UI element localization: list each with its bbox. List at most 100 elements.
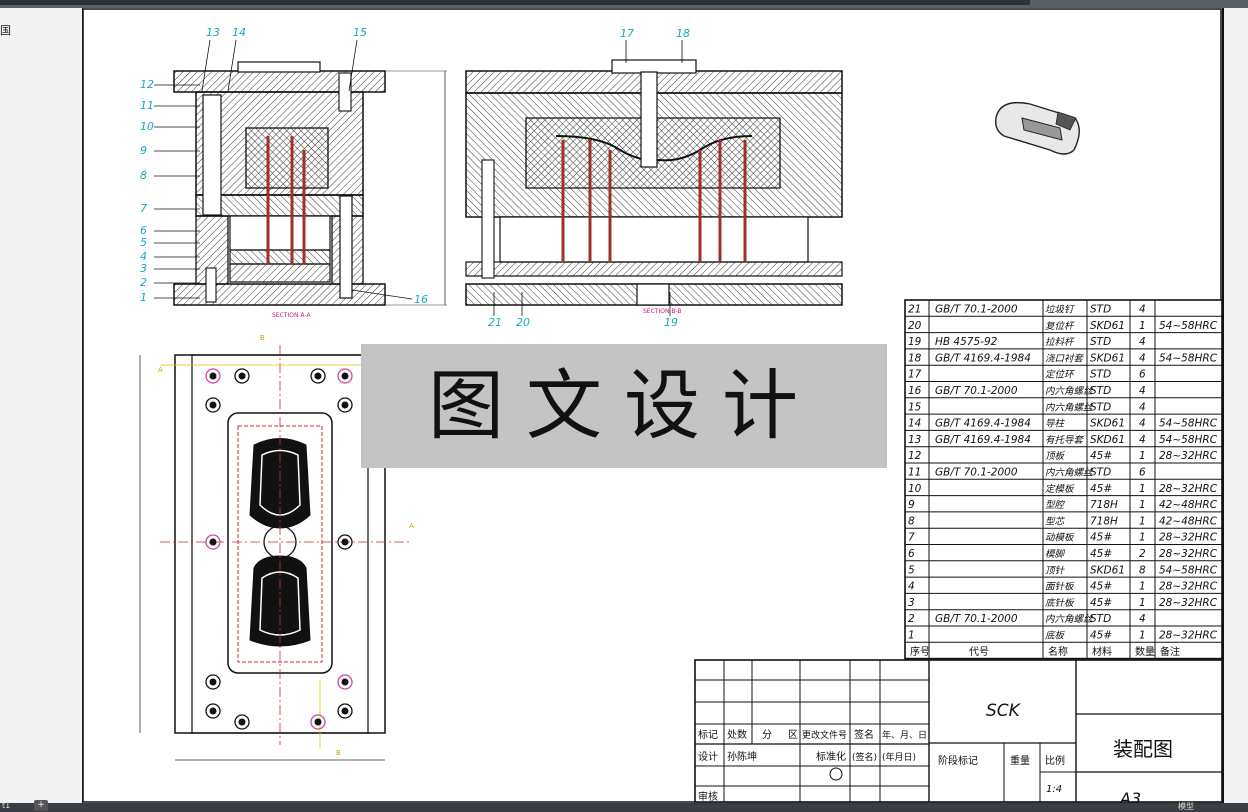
bom-cell-1-4: 1 [1139, 320, 1146, 332]
bom-cell-3-0: 18 [908, 352, 922, 364]
bom-cell-3-2: 浇口衬套 [1045, 353, 1085, 364]
bom-cell-14-4: 1 [1139, 532, 1146, 544]
bom-cell-6-4: 4 [1139, 401, 1146, 413]
bom-cell-20-5: 28~32HRC [1159, 630, 1218, 642]
right-panel [1222, 8, 1248, 803]
bom-cell-9-2: 顶板 [1045, 451, 1066, 462]
section-a-caption: SECTION A-A [272, 312, 311, 319]
leader-16 [351, 289, 413, 300]
count-label: 处数 [727, 728, 747, 741]
design-label: 设计 [698, 750, 718, 763]
bom-cell-13-5: 42~48HRC [1159, 515, 1218, 527]
plan-hole-core-5 [341, 401, 349, 409]
top-clamp-plate [173, 70, 386, 93]
plan-hole-11 [234, 714, 250, 730]
leader-15 [348, 39, 358, 92]
bom-cell-0-0: 21 [908, 304, 921, 316]
leader-14 [227, 39, 237, 92]
add-layout-button[interactable]: + [34, 800, 48, 811]
callout-20: 20 [516, 316, 530, 329]
bom-cell-13-3: 718H [1090, 515, 1118, 527]
bom-cell-7-1: GB/T 4169.4-1984 [935, 418, 1031, 430]
callout-17: 17 [620, 27, 634, 40]
plan-hole-9 [337, 674, 353, 690]
bom-cell-0-1: GB/T 70.1-2000 [935, 304, 1018, 316]
callout-6: 6 [140, 224, 147, 237]
bom-cell-17-4: 1 [1139, 581, 1146, 593]
bom-cell-15-5: 28~32HRC [1159, 548, 1218, 560]
bom-cell-16-3: SKD61 [1090, 564, 1125, 576]
plan-hole-core-8 [209, 678, 217, 686]
plan-labels: A A B B [158, 334, 414, 757]
plan-hole-core-1 [238, 372, 246, 380]
model-tab[interactable]: 模型 [1178, 802, 1194, 811]
bom-cell-19-2: 内六角螺丝 [1045, 613, 1094, 625]
bom-cell-0-4: 4 [1139, 304, 1146, 316]
bom-cell-18-5: 28~32HRC [1159, 597, 1218, 609]
bom-cell-10-0: 11 [908, 467, 921, 479]
bom-cell-18-0: 3 [908, 597, 915, 609]
ejector-plate [229, 263, 331, 283]
top-screw [338, 72, 352, 112]
callout-3: 3 [140, 262, 147, 275]
bom-cell-19-0: 2 [908, 613, 915, 625]
bom-cell-13-4: 1 [1139, 515, 1146, 527]
bom-cell-10-2: 内六角螺丝 [1045, 467, 1094, 479]
bom-cell-3-5: 54~58HRC [1159, 352, 1218, 364]
bom-cell-17-3: 45# [1090, 581, 1112, 593]
bom-cell-2-1: HB 4575-92 [935, 336, 998, 348]
bom-cell-17-0: 4 [908, 581, 915, 593]
bom-cell-4-2: 定位环 [1045, 369, 1075, 381]
bom-cell-10-4: 6 [1139, 467, 1146, 479]
left-panel: 国 [0, 8, 83, 803]
bom-cell-13-2: 型芯 [1045, 516, 1066, 527]
bom-cell-7-4: 4 [1139, 418, 1146, 430]
ejector-space [229, 215, 331, 251]
bom-cell-11-0: 10 [908, 483, 922, 495]
callout-4: 4 [140, 250, 147, 263]
bom-cell-12-3: 718H [1090, 499, 1118, 511]
plan-hole-4 [205, 397, 221, 413]
bom-cell-5-2: 内六角螺丝 [1045, 385, 1094, 397]
callout-1: 1 [140, 291, 147, 304]
plan-hole-6 [205, 534, 221, 550]
plan-label-a2: A [409, 522, 414, 530]
bom-header-1: 代号 [969, 646, 989, 658]
plan-label-a1: A [158, 366, 163, 374]
bom-cell-19-3: STD [1090, 613, 1111, 625]
bom-cell-9-0: 12 [908, 450, 922, 462]
zone-label-1: 分 [762, 729, 772, 741]
bom-cell-17-5: 28~32HRC [1159, 581, 1218, 593]
bom-cell-16-0: 5 [908, 564, 915, 576]
weight-label: 重量 [1010, 754, 1030, 767]
bom-cell-14-2: 动模板 [1045, 533, 1075, 544]
plan-part-upper-inner [259, 449, 301, 516]
bom-cell-5-1: GB/T 70.1-2000 [935, 385, 1018, 397]
callout-9: 9 [140, 144, 147, 157]
callout-16: 16 [414, 293, 428, 306]
bom-cell-8-3: SKD61 [1090, 434, 1125, 446]
callout-11: 11 [140, 99, 154, 112]
bom-cell-5-4: 4 [1139, 385, 1146, 397]
section-b-caption: SECTION B-B [643, 308, 682, 315]
bom-cell-3-1: GB/T 4169.4-1984 [935, 352, 1031, 364]
bom-cell-14-5: 28~32HRC [1159, 532, 1218, 544]
standard-label: 标准化 [816, 750, 846, 763]
bom-cell-0-3: STD [1090, 304, 1111, 316]
bom-cell-14-0: 7 [908, 532, 915, 544]
plan-hole-core-13 [341, 707, 349, 715]
watermark-text: 图文设计 [428, 361, 820, 450]
callout-12: 12 [140, 78, 154, 91]
b-ejector-space [499, 216, 809, 263]
bottom-screw [205, 267, 217, 303]
plan-hole-core-7 [341, 538, 349, 546]
bom-cell-20-4: 1 [1139, 630, 1146, 642]
scale-value: 1:4 [1046, 784, 1062, 795]
bom-cell-18-3: 45# [1090, 597, 1112, 609]
callout-21: 21 [488, 316, 502, 329]
date-label: 年、月、日 [882, 729, 927, 741]
bom-cell-1-0: 20 [908, 320, 922, 332]
plan-hole-8 [205, 674, 221, 690]
